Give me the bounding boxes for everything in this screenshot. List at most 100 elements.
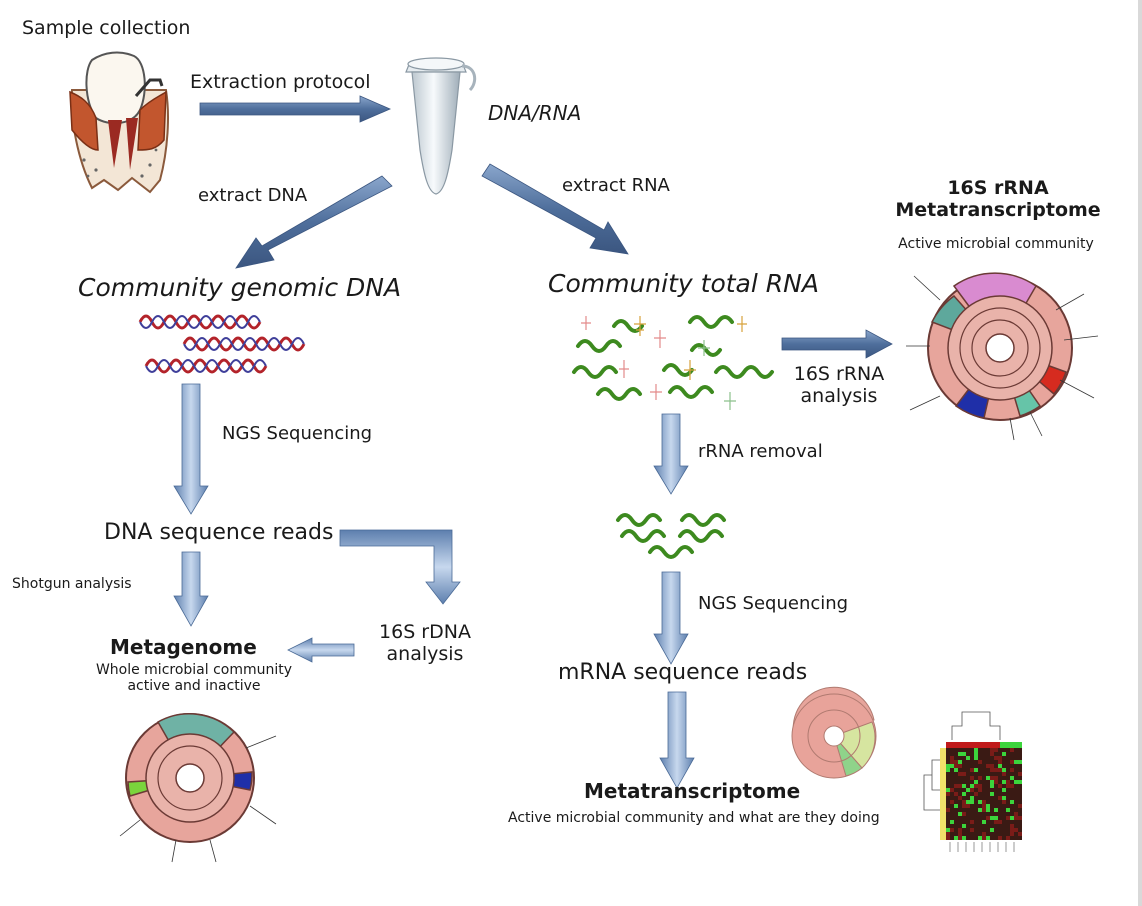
heatmap-cell xyxy=(974,792,978,796)
heatmap-cell xyxy=(994,816,998,820)
heatmap-cell xyxy=(990,828,994,832)
metatranscriptome-description: Active microbial community and what are … xyxy=(508,810,880,826)
heatmap-cell xyxy=(1006,808,1010,812)
heatmap-cell xyxy=(998,756,1002,760)
rrna-structures xyxy=(581,316,747,410)
heatmap-cell xyxy=(1014,780,1018,784)
heatmap-cell xyxy=(970,788,974,792)
heatmap-cell xyxy=(966,800,970,804)
heatmap-cell xyxy=(1010,800,1014,804)
heatmap-cell xyxy=(946,836,950,840)
heatmap-cell xyxy=(990,768,994,772)
heatmap-cell xyxy=(1002,796,1006,800)
heatmap-cell xyxy=(974,780,978,784)
rrna-analysis-line1: 16S rRNA xyxy=(793,363,885,385)
heatmap-cell xyxy=(1006,816,1010,820)
heatmap-cell xyxy=(1018,804,1022,808)
heatmap-cell xyxy=(950,828,954,832)
heatmap-cell xyxy=(962,824,966,828)
heatmap-cell xyxy=(994,776,998,780)
dna-double-helix-icon xyxy=(138,314,306,374)
heatmap-cell xyxy=(986,808,990,812)
heatmap-cell xyxy=(994,748,998,752)
heatmap-cell xyxy=(1018,760,1022,764)
heatmap-cell xyxy=(998,768,1002,772)
heatmap-cell xyxy=(1018,780,1022,784)
heatmap-cell xyxy=(982,836,986,840)
krona-sunburst-chart-icon xyxy=(791,686,877,779)
heatmap-cell xyxy=(946,808,950,812)
extraction-protocol-arrow xyxy=(199,95,392,123)
heatmap-cell xyxy=(982,820,986,824)
heatmap-cell xyxy=(982,804,986,808)
heatmap-cell xyxy=(970,768,974,772)
heatmap-cell xyxy=(966,788,970,792)
heatmap-cell xyxy=(974,756,978,760)
mrna-sequence-reads-label: mRNA sequence reads xyxy=(558,660,808,685)
heatmap-cell xyxy=(982,808,986,812)
metatranscriptome-title: Metatranscriptome xyxy=(584,779,801,803)
rrna-analysis-label: 16S rRNA analysis xyxy=(784,363,894,408)
heatmap-cell xyxy=(962,804,966,808)
community-total-rna-title: Community total RNA xyxy=(548,269,819,298)
rdna-to-metagenome-arrow xyxy=(287,637,355,663)
heatmap-cell xyxy=(958,796,962,800)
heatmap-cell xyxy=(990,752,994,756)
heatmap-cell xyxy=(970,828,974,832)
heatmap-cell xyxy=(950,820,954,824)
heatmap-cell xyxy=(1002,768,1006,772)
heatmap-cell xyxy=(1010,824,1014,828)
extraction-protocol-label: Extraction protocol xyxy=(190,71,371,93)
heatmap-cell xyxy=(962,800,966,804)
heatmap-cell xyxy=(946,792,950,796)
heatmap-cell xyxy=(970,784,974,788)
heatmap-cell xyxy=(986,836,990,840)
metagenome-desc-line2: active and inactive xyxy=(127,678,261,695)
heatmap-cell xyxy=(990,764,994,768)
heatmap-cell xyxy=(954,792,958,796)
heatmap-cell xyxy=(966,756,970,760)
heatmap-cell xyxy=(974,748,978,752)
metagenome-desc-line1: Whole microbial community xyxy=(95,662,293,678)
krona-sunburst-chart-icon xyxy=(119,713,277,863)
expression-heatmap-icon xyxy=(923,711,1022,852)
ngs-sequencing-rna-label: NGS Sequencing xyxy=(698,593,849,614)
heatmap-cell xyxy=(1014,812,1018,816)
heatmap-cell xyxy=(974,752,978,756)
heatmap-cell xyxy=(1002,788,1006,792)
sample-collection-label: Sample collection xyxy=(22,17,191,39)
heatmap-cell xyxy=(994,820,998,824)
heatmap-cell xyxy=(970,776,974,780)
heatmap-cell xyxy=(958,812,962,816)
heatmap-cell xyxy=(994,756,998,760)
ngs-sequencing-rna-arrow xyxy=(653,571,689,665)
heatmap-cell xyxy=(950,788,954,792)
heatmap-cell xyxy=(978,836,982,840)
heatmap-cell xyxy=(958,836,962,840)
heatmap-cell xyxy=(998,820,1002,824)
heatmap-cell xyxy=(950,764,954,768)
heatmap-cell xyxy=(990,784,994,788)
heatmap-cell xyxy=(1006,836,1010,840)
heatmap-cell xyxy=(946,828,950,832)
community-genomic-dna-title: Community genomic DNA xyxy=(78,273,402,302)
heatmap-cell xyxy=(982,832,986,836)
heatmap-cell xyxy=(998,764,1002,768)
heatmap-cell xyxy=(974,784,978,788)
tooth-illustration-icon xyxy=(69,51,169,194)
extract-dna-label: extract DNA xyxy=(198,185,308,206)
heatmap-cell xyxy=(966,804,970,808)
ngs-sequencing-dna-label: NGS Sequencing xyxy=(222,423,373,444)
dna-sequence-reads-label: DNA sequence reads xyxy=(104,520,334,545)
heatmap-cell xyxy=(954,764,958,768)
rrna-removal-label: rRNA removal xyxy=(698,441,823,462)
heatmap-cell xyxy=(994,808,998,812)
heatmap-cell xyxy=(1014,760,1018,764)
metagenome-description: Whole microbial community active and ina… xyxy=(80,662,308,694)
rdna-elbow-arrow xyxy=(339,529,461,605)
heatmap-cell xyxy=(994,768,998,772)
heatmap-cell xyxy=(978,788,982,792)
heatmap-cell xyxy=(986,804,990,808)
heatmap-cell xyxy=(1010,784,1014,788)
rdna-analysis-line1: 16S rDNA xyxy=(379,621,471,643)
